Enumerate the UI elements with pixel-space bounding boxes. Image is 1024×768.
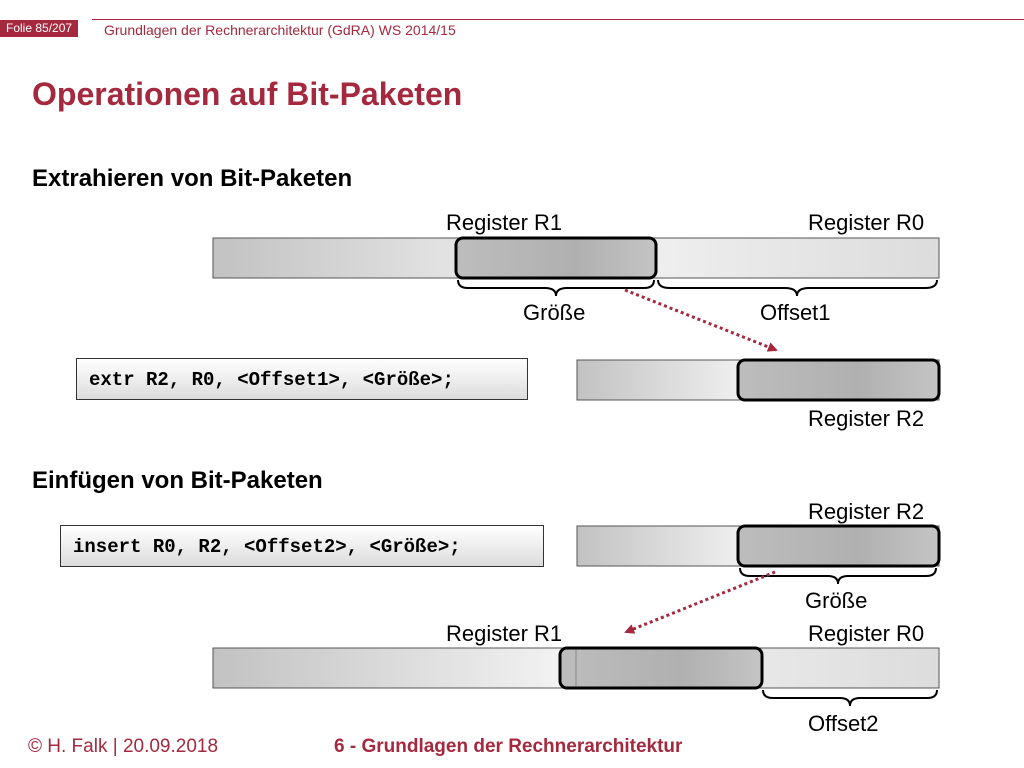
inserted-bit-field bbox=[558, 646, 764, 690]
size-brace bbox=[457, 279, 655, 297]
footer-author-date: © H. Falk | 20.09.2018 bbox=[28, 736, 219, 757]
course-title: Grundlagen der Rechnerarchitektur (GdRA)… bbox=[104, 22, 456, 38]
insert-arrow bbox=[624, 570, 776, 634]
register-r1-label: Register R1 bbox=[446, 210, 563, 235]
slide-number-badge: Folie 85/207 bbox=[0, 20, 79, 37]
register-r0-label-bottom: Register R0 bbox=[808, 621, 925, 646]
slide-title: Operationen auf Bit-Paketen bbox=[32, 76, 463, 112]
header-rule bbox=[92, 19, 1024, 20]
register-r2-label-insert: Register R2 bbox=[808, 499, 925, 524]
extracted-bit-field bbox=[736, 358, 941, 402]
offset1-label: Offset1 bbox=[760, 300, 831, 325]
register-r2-label: Register R2 bbox=[808, 406, 925, 431]
insert-source-bit-field bbox=[736, 524, 941, 568]
extract-arrow bbox=[624, 288, 778, 352]
size-label-insert: Größe bbox=[805, 588, 868, 613]
offset2-label: Offset2 bbox=[808, 711, 879, 736]
footer-chapter: 6 - Grundlagen der Rechnerarchitektur bbox=[334, 736, 683, 757]
extract-heading: Extrahieren von Bit-Paketen bbox=[32, 165, 353, 192]
offset2-brace bbox=[762, 689, 938, 707]
size-label: Größe bbox=[523, 300, 586, 325]
insert-heading: Einfügen von Bit-Paketen bbox=[32, 467, 323, 494]
size-brace-insert bbox=[739, 567, 937, 585]
insert-code-box: insert R0, R2, <Offset2>, <Größe>; bbox=[60, 525, 544, 567]
extract-code-box: extr R2, R0, <Offset1>, <Größe>; bbox=[76, 358, 528, 400]
selected-bit-field bbox=[454, 236, 658, 280]
register-r1-label-bottom: Register R1 bbox=[446, 621, 563, 646]
register-r0-label: Register R0 bbox=[808, 210, 925, 235]
offset1-brace bbox=[657, 279, 938, 297]
